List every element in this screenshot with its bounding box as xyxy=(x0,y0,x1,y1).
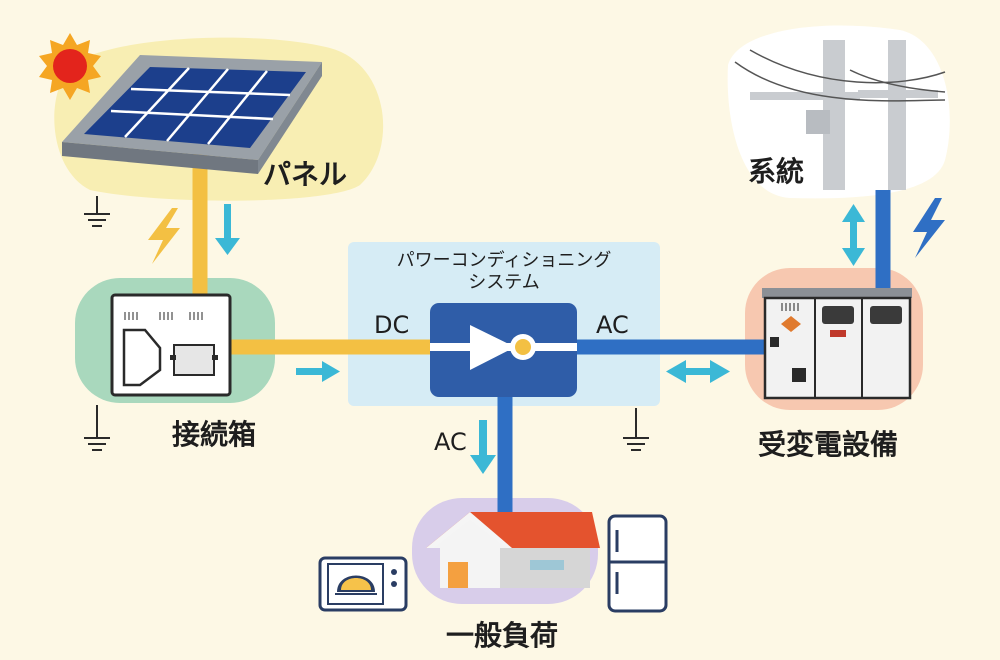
panel-label: パネル xyxy=(263,158,348,191)
inverter-icon xyxy=(430,303,577,397)
junction-box-icon xyxy=(110,293,232,397)
utility-pole-icon xyxy=(734,40,946,190)
bidirectional-arrow-icon-grid xyxy=(842,204,865,266)
ground-icon-junction xyxy=(84,405,110,451)
pcs-title-line2: システム xyxy=(468,272,540,293)
right-arrow-icon-dc xyxy=(296,361,340,382)
ac-load-label: AC xyxy=(434,428,467,456)
pcs-title-line1: パワーコンディショニング xyxy=(396,250,612,271)
house-icon xyxy=(426,512,600,588)
solar-panel-icon xyxy=(62,55,322,174)
grid-label: 系統 xyxy=(748,155,805,188)
down-arrow-icon-ac xyxy=(470,420,496,474)
refrigerator-icon xyxy=(607,514,668,613)
substation-label: 受変電設備 xyxy=(758,428,899,461)
dc-label: DC xyxy=(374,311,410,339)
junction-box-label: 接続箱 xyxy=(172,418,257,451)
load-label: 一般負荷 xyxy=(446,619,559,652)
pcs-title: パワーコンディショニング システム xyxy=(348,250,660,294)
ground-icon-panel xyxy=(84,196,110,227)
sun-icon xyxy=(39,33,101,100)
down-arrow-icon-panel xyxy=(215,204,240,255)
microwave-icon xyxy=(318,556,408,612)
ac-output-label: AC xyxy=(596,311,629,339)
bidirectional-arrow-icon-ac xyxy=(666,360,730,383)
switchgear-icon xyxy=(762,288,912,400)
lightning-icon-grid xyxy=(913,198,945,258)
lightning-icon-panel xyxy=(148,208,180,264)
ground-icon-pcs xyxy=(623,408,649,451)
